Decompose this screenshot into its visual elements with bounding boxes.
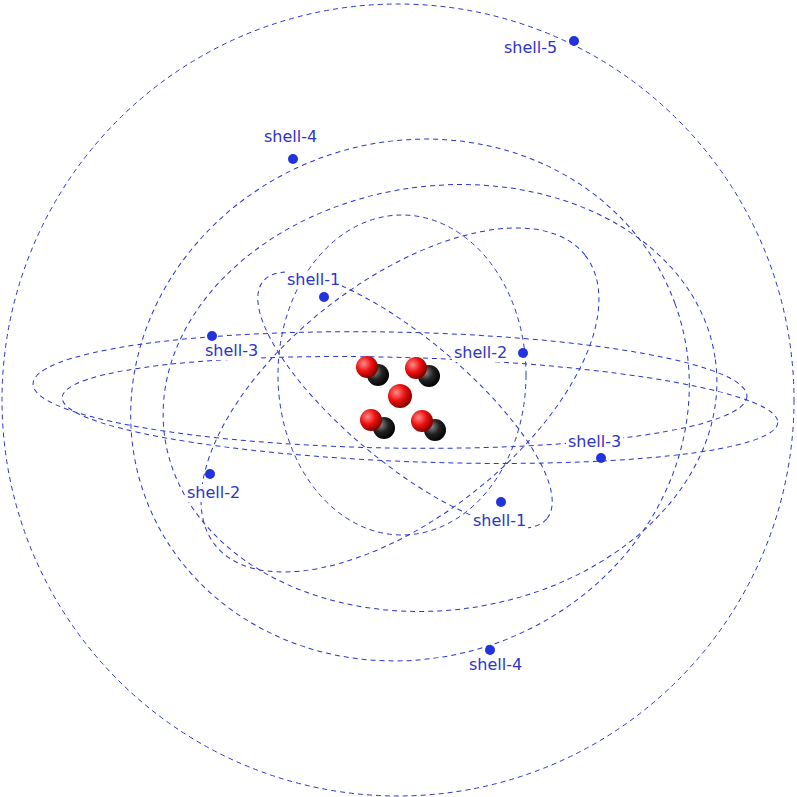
shell-label: shell-1	[285, 271, 342, 289]
nucleus	[356, 356, 446, 441]
shell-label: shell-3	[203, 342, 260, 360]
orbits	[2, 4, 794, 796]
electrons	[205, 36, 606, 655]
shell-label: shell-4	[262, 128, 319, 146]
shell-label: shell-4	[467, 656, 524, 674]
shell-label: shell-2	[185, 484, 242, 502]
shell-label: shell-2	[452, 344, 509, 362]
shell-label: shell-1	[471, 512, 528, 530]
shell-label: shell-3	[566, 433, 623, 451]
shell-label: shell-5	[502, 39, 559, 57]
